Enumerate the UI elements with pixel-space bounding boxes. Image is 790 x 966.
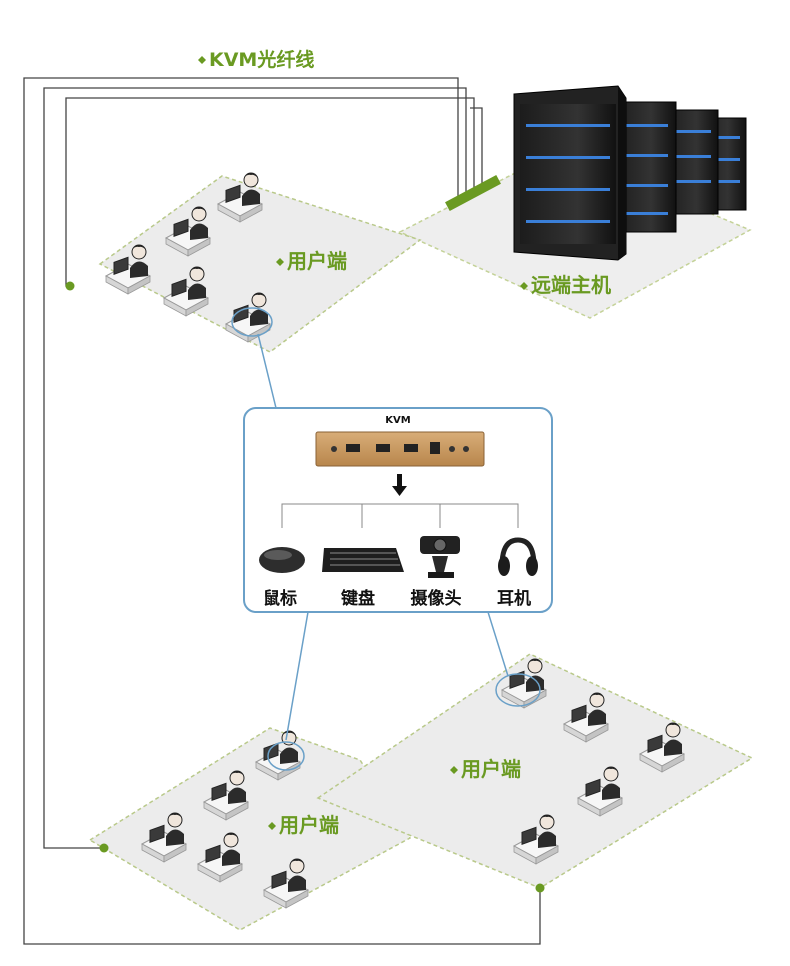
down-arrow-icon	[392, 474, 407, 496]
device-label-webcam: 摄像头	[411, 588, 462, 609]
kvm-panel: KVM	[243, 407, 553, 613]
user-platform-top	[98, 172, 422, 353]
headphones-icon	[498, 537, 538, 576]
label-user-top: 用户端	[287, 249, 347, 273]
cable-endpoints	[65, 281, 545, 893]
label-user-bottom-left: 用户端	[279, 813, 339, 837]
user-platform-bottom-left	[88, 727, 412, 931]
device-label-headphones: 耳机	[497, 588, 531, 609]
label-remote-host: 远端主机	[531, 273, 611, 297]
mouse-icon	[259, 547, 305, 573]
server-racks	[513, 85, 747, 261]
user-platform-bottom-right	[316, 653, 754, 889]
diamond-bullets	[198, 56, 528, 830]
keyboard-icon	[322, 548, 404, 572]
device-label-keyboard: 键盘	[341, 588, 375, 609]
fiber-connector	[445, 174, 501, 212]
device-branch-lines	[281, 503, 519, 528]
label-user-bottom-right: 用户端	[461, 757, 521, 781]
kvm-title: KVM	[385, 415, 410, 426]
kvm-device-box	[315, 431, 485, 467]
kvm-links	[257, 333, 509, 741]
webcam-icon	[420, 536, 460, 578]
fiber-cable-lines	[23, 77, 541, 945]
device-label-mouse: 鼠标	[263, 588, 297, 609]
label-fiber: KVM光纤线	[209, 48, 314, 71]
